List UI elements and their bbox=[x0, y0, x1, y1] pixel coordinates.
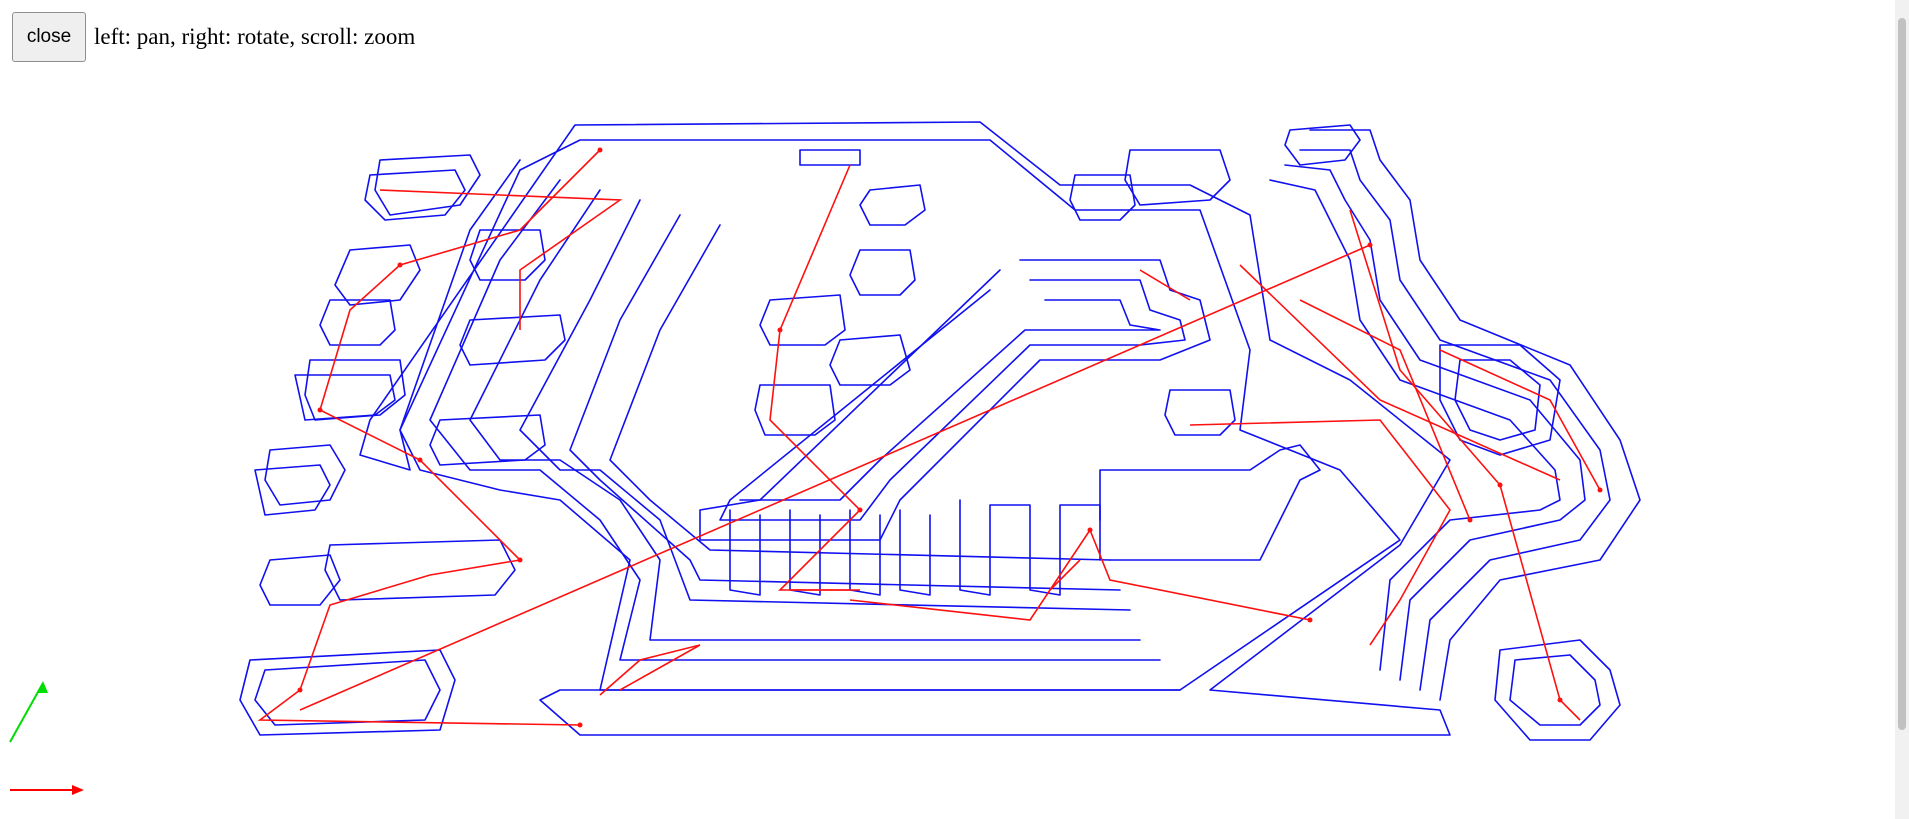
travel-moves bbox=[257, 149, 1601, 726]
controls-hint: left: pan, right: rotate, scroll: zoom bbox=[94, 24, 416, 49]
close-button[interactable]: close bbox=[12, 12, 86, 62]
travel-markers bbox=[297, 147, 1603, 728]
cut-toolpaths bbox=[239, 121, 1641, 741]
viewer-toolbar: close left: pan, right: rotate, scroll: … bbox=[12, 12, 415, 62]
vertical-scrollbar[interactable] bbox=[1895, 0, 1909, 819]
scrollbar-thumb[interactable] bbox=[1898, 18, 1906, 730]
axes-gizmo-icon bbox=[9, 681, 84, 795]
